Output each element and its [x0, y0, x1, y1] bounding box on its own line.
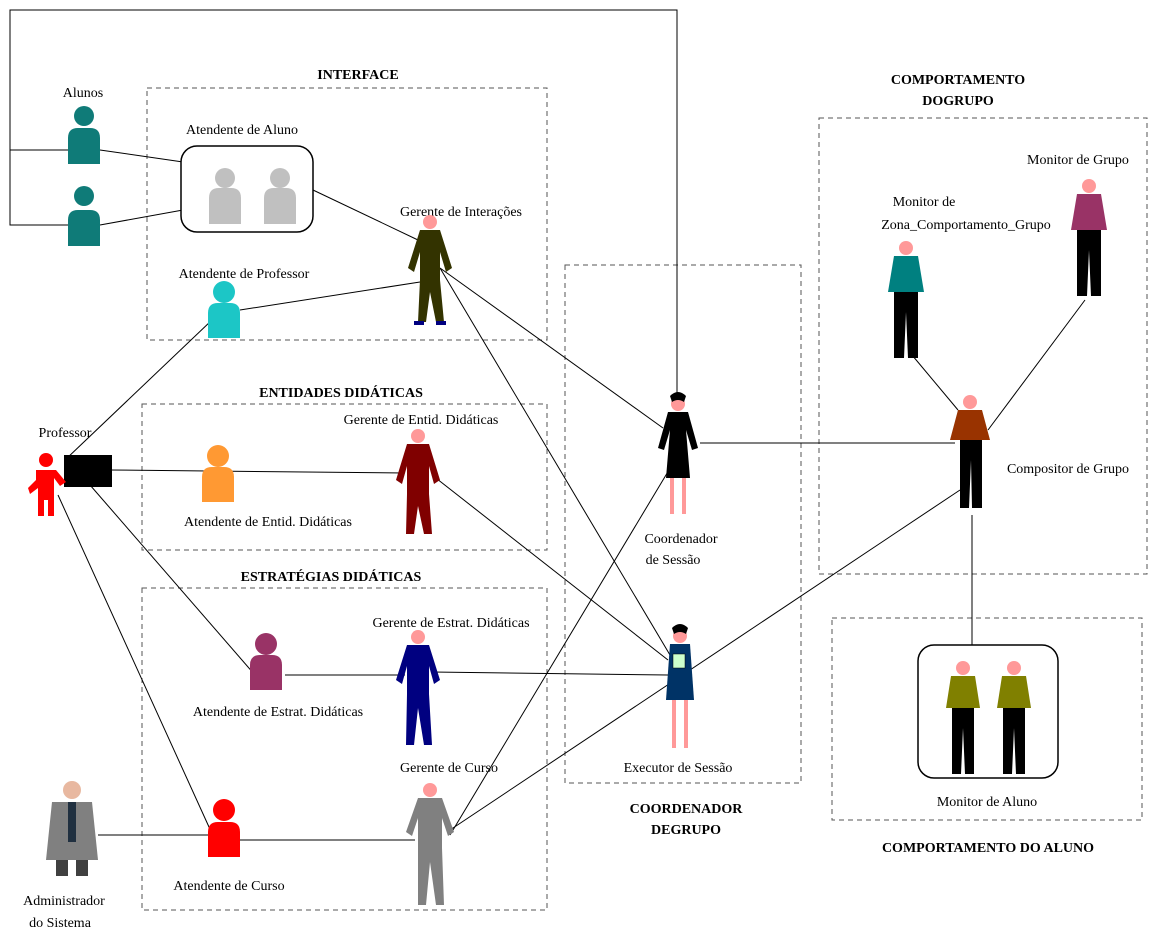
gerente-entid-icon	[396, 429, 440, 534]
link-atprof-gerente	[239, 281, 421, 311]
label-atendente-curso: Atendente de Curso	[173, 879, 284, 894]
compositor-icon	[950, 395, 990, 508]
label-gerente-estrat: Gerente de Estrat. Didáticas	[372, 616, 529, 631]
monitor-aluno-person-icon	[946, 661, 980, 774]
title-coord-2: DEGRUPO	[651, 823, 721, 838]
label-alunos: Alunos	[63, 86, 103, 101]
monitor-aluno-icons	[946, 661, 1031, 774]
atendente-curso-icon	[208, 799, 240, 857]
link-prof-atestrat	[89, 484, 256, 676]
title-interface: INTERFACE	[317, 68, 398, 83]
title-entidades: ENTIDADES DIDÁTICAS	[259, 384, 423, 401]
link-alunos-coordenador	[9, 9, 678, 395]
link-gerente-curso-coord	[449, 464, 673, 836]
module-titles: INTERFACE ENTIDADES DIDÁTICAS ESTRATÉGIA…	[241, 68, 1094, 856]
link-gerente-curso-compositor	[449, 489, 961, 831]
coordenador-icon	[658, 392, 698, 514]
gerente-curso-icon	[406, 783, 454, 905]
link-aluno2-atendente	[99, 209, 184, 226]
estrategias-didaticas-box	[141, 587, 548, 911]
label-gerente-interacoes: Gerente de Interações	[400, 205, 522, 220]
monitor-aluno-container	[917, 644, 1059, 779]
aluno-icon	[68, 186, 100, 246]
link-gerente-estrat-exec	[431, 671, 669, 676]
comportamento-aluno-box	[831, 617, 1143, 821]
entidades-didaticas-box	[141, 403, 548, 551]
label-atendente-estrat: Atendente de Estrat. Didáticas	[193, 705, 363, 720]
label-atendente-entid: Atendente de Entid. Didáticas	[184, 515, 352, 530]
label-atendente-professor: Atendente de Professor	[179, 267, 310, 282]
link-gerente-int-exec	[439, 267, 671, 656]
atendente-aluno-person-icon	[264, 168, 296, 224]
gerente-estrat-icon	[396, 630, 440, 745]
label-atendente-aluno: Atendente de Aluno	[186, 123, 298, 138]
atendente-professor-icon	[208, 281, 240, 338]
link-prof-atcurso	[57, 494, 215, 839]
label-monitor-zona-2: Zona_Comportamento_Grupo	[881, 218, 1051, 233]
coordenador-grupo-box	[564, 264, 802, 784]
comportamento-grupo-box	[818, 117, 1148, 575]
label-gerente-entid: Gerente de Entid. Didáticas	[344, 413, 499, 428]
monitor-zona-icon	[888, 241, 924, 358]
link-prof-atentid	[109, 469, 406, 474]
link-prof-atprof	[64, 319, 213, 461]
label-compositor: Compositor de Grupo	[1007, 462, 1129, 477]
label-professor: Professor	[39, 426, 92, 441]
label-administrador-2: do Sistema	[29, 916, 92, 931]
title-comp-grupo-2: DOGRUPO	[922, 94, 994, 109]
administrador-icon	[46, 781, 98, 876]
link-aluno1-atendente	[99, 149, 184, 163]
link-monzona-compositor	[911, 354, 959, 411]
title-comp-aluno: COMPORTAMENTO DO ALUNO	[882, 841, 1094, 856]
label-monitor-aluno: Monitor de Aluno	[937, 795, 1037, 810]
professor-icon	[28, 453, 112, 516]
label-gerente-curso: Gerente de Curso	[400, 761, 498, 776]
gerente-interacoes-icon	[408, 215, 452, 325]
executor-icon	[666, 624, 694, 748]
link-mongrupo-compositor	[987, 299, 1086, 431]
monitor-aluno-person-icon	[997, 661, 1031, 774]
link-atendente-aluno-gerente	[312, 189, 419, 241]
link-gerente-entid-exec	[431, 474, 669, 661]
label-monitor-zona-1: Monitor de	[893, 195, 956, 210]
label-executor: Executor de Sessão	[624, 761, 733, 776]
title-coord-1: COORDENADOR	[630, 802, 744, 817]
interface-box	[146, 87, 548, 341]
monitor-grupo-icon	[1071, 179, 1107, 296]
atendente-entid-icon	[202, 445, 234, 502]
label-coordenador-1: Coordenador	[644, 532, 717, 547]
label-coordenador-2: de Sessão	[646, 553, 701, 568]
title-comp-grupo-1: COMPORTAMENTO	[891, 73, 1025, 88]
label-monitor-grupo: Monitor de Grupo	[1027, 153, 1129, 168]
link-gerente-int-coord	[439, 267, 664, 429]
atendente-aluno-person-icon	[209, 168, 241, 224]
aluno-icon	[68, 106, 100, 164]
atendente-estrat-icon	[250, 633, 282, 690]
alunos-icons	[68, 106, 100, 246]
atendente-aluno-icons	[209, 168, 296, 224]
agent-labels: Alunos Atendente de Aluno Gerente de Int…	[23, 86, 1129, 931]
label-administrador-1: Administrador	[23, 894, 105, 909]
title-estrategias: ESTRATÉGIAS DIDÁTICAS	[241, 568, 422, 585]
link-loop-aluno-bottom	[9, 150, 68, 226]
connection-lines	[9, 9, 1086, 841]
